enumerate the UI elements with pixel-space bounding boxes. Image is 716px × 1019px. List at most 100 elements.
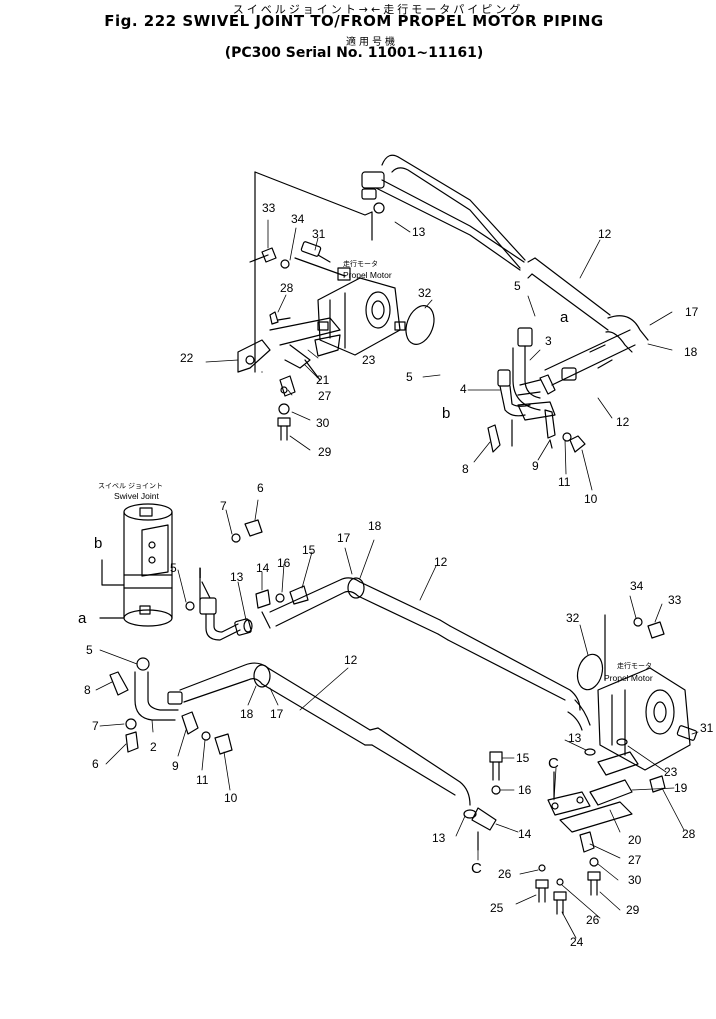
propel-motor-right-jp: 走行モータ [617, 661, 652, 670]
propel-motor-top-en: Propel Motor [343, 270, 392, 280]
washer-11-left [201, 731, 211, 741]
bolt-6-left [125, 731, 139, 753]
bolt-6-upper [244, 519, 263, 537]
washer-7-left [125, 718, 137, 730]
callout-bottom-9: 9 [172, 759, 179, 773]
bolt-25-right [535, 879, 549, 903]
callout-bottom-16: 16 [277, 556, 291, 570]
ref-letter-b-left: b [94, 535, 102, 552]
bracket-assembly-19 [547, 751, 639, 833]
hose-12-lower [517, 329, 636, 396]
swivel-joint-body [123, 503, 173, 627]
callout-bottom-19: 19 [674, 781, 688, 795]
bolt-10-top [569, 435, 586, 453]
callout-bottom-23: 23 [664, 765, 678, 779]
callout-top-9: 9 [532, 459, 539, 473]
callout-bottom-13: 13 [568, 731, 582, 745]
propel-motor-top-jp: 走行モータ [343, 259, 378, 268]
washer-16-mid [275, 593, 285, 603]
callout-bottom-29: 29 [626, 903, 640, 917]
clip-27-right [579, 831, 595, 853]
fitting-31-right [676, 725, 698, 741]
leader-bracket [254, 171, 373, 216]
callout-top-13: 13 [412, 225, 426, 239]
callout-bottom-13: 13 [230, 570, 244, 584]
callout-bottom-8: 8 [84, 683, 91, 697]
callout-bottom-6: 6 [92, 757, 99, 771]
callout-top-27: 27 [318, 389, 332, 403]
callout-top-31: 31 [312, 227, 326, 241]
callout-bottom-12: 12 [434, 555, 448, 569]
o-ring-13-right [584, 748, 596, 756]
japanese-title: スイベルジョイント→←走行モータパイピング [232, 3, 524, 16]
callout-bottom-6: 6 [257, 481, 264, 495]
callout-bottom-14: 14 [518, 827, 532, 841]
clamp-8-left [109, 671, 129, 696]
callout-bottom-11: 11 [196, 773, 209, 787]
callout-top-17: 17 [685, 305, 699, 319]
callout-top-32: 32 [418, 286, 432, 300]
callout-bottom-24: 24 [570, 935, 584, 949]
callout-top-30: 30 [316, 416, 330, 430]
bolt-33-top [249, 247, 277, 263]
o-ring-32-top [405, 305, 435, 345]
callout-top-22: 22 [180, 351, 194, 365]
callout-bottom-5: 5 [170, 561, 177, 575]
ref-letter-C-bottom: C [471, 860, 482, 877]
washer-34-right [633, 617, 643, 627]
clamp-9-left [181, 711, 199, 735]
callout-top-23: 23 [362, 353, 376, 367]
bolt-33-right [647, 621, 665, 639]
callout-top-18: 18 [684, 345, 698, 359]
leader-motor-top [294, 257, 346, 277]
fitting-31-top [300, 241, 331, 263]
washer-34-top [280, 259, 290, 269]
callout-bottom-26: 26 [498, 867, 512, 881]
callout-bottom-7: 7 [92, 719, 99, 733]
o-ring-5-side [185, 601, 195, 611]
ref-letter-I: I [198, 565, 202, 582]
washer-30-right [589, 857, 599, 867]
callout-bottom-15: 15 [302, 543, 316, 557]
o-ring-13-lower [463, 809, 477, 819]
o-ring-13-left [243, 619, 253, 633]
leader-b-left [101, 559, 125, 586]
washer-16-lower [491, 785, 501, 795]
bolt-15-mid [289, 585, 309, 605]
clamp-8-top [487, 424, 501, 453]
callout-top-3: 3 [545, 334, 552, 348]
propel-motor-top [317, 267, 406, 356]
callout-top-5: 5 [406, 370, 413, 384]
propel-motor-right [597, 667, 691, 771]
callout-bottom-25: 25 [490, 901, 504, 915]
o-ring-13-top [373, 202, 385, 214]
bracket-assembly-22 [237, 317, 341, 381]
bolt-29-right [587, 871, 601, 896]
o-ring-32-right [576, 653, 604, 691]
hose-12-lower-left [167, 662, 471, 806]
callout-bottom-31: 31 [700, 721, 714, 735]
propel-motor-right-en: Propel Motor [604, 673, 653, 683]
callout-bottom-33: 33 [668, 593, 682, 607]
callout-bottom-13: 13 [432, 831, 446, 845]
clamp-14-mid [255, 589, 271, 609]
washer-30-top [278, 403, 290, 415]
washer-11-top [562, 432, 572, 442]
swivel-joint-en: Swivel Joint [114, 491, 160, 501]
hose-12-top [361, 154, 649, 353]
bolt-15-lower [489, 751, 503, 781]
o-ring-23-right [616, 738, 628, 746]
callout-bottom-26: 26 [586, 913, 600, 927]
callout-bottom-34: 34 [630, 579, 644, 593]
callout-bottom-2: 2 [150, 740, 157, 754]
ref-letter-b-top: b [442, 405, 450, 422]
callout-bottom-32: 32 [566, 611, 580, 625]
callout-top-10: 10 [584, 492, 598, 506]
washer-26-right [538, 864, 546, 872]
bolt-24-right [553, 891, 567, 915]
callout-top-11: 11 [558, 475, 571, 489]
ref-letter-C-right: C [548, 755, 559, 772]
